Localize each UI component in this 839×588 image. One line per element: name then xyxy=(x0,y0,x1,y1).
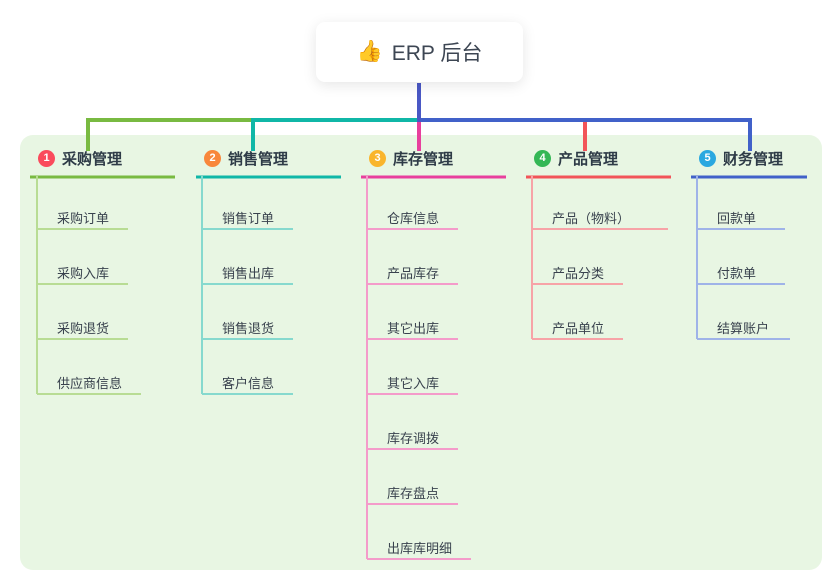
child-node[interactable]: 产品单位 xyxy=(552,321,605,336)
child-node[interactable]: 回款单 xyxy=(717,211,757,226)
branch-badge: 3 xyxy=(369,149,386,167)
child-node[interactable]: 付款单 xyxy=(717,266,757,281)
branch-label: 产品管理 xyxy=(558,150,619,168)
child-node[interactable]: 采购入库 xyxy=(57,266,110,281)
root-label: ERP 后台 xyxy=(391,42,483,65)
branch-badge: 2 xyxy=(204,149,221,167)
thumbs-up-icon: 👍 xyxy=(356,40,383,63)
branch-node-inventory[interactable]: 3 库存管理 xyxy=(369,146,453,170)
child-node[interactable]: 产品（物料） xyxy=(552,211,631,226)
child-node[interactable]: 销售出库 xyxy=(222,266,275,281)
child-node[interactable]: 产品库存 xyxy=(387,266,440,281)
branch-badge: 5 xyxy=(699,149,716,167)
root-node[interactable]: 👍 ERP 后台 xyxy=(316,22,523,82)
child-node[interactable]: 供应商信息 xyxy=(57,376,123,391)
child-node[interactable]: 结算账户 xyxy=(717,321,770,336)
child-node[interactable]: 销售订单 xyxy=(222,211,275,226)
child-node[interactable]: 客户信息 xyxy=(222,376,275,391)
branch-badge: 1 xyxy=(38,149,55,167)
branch-label: 销售管理 xyxy=(228,150,289,168)
child-node[interactable]: 采购退货 xyxy=(57,321,110,336)
child-node[interactable]: 出库库明细 xyxy=(387,541,453,556)
branch-node-purchase[interactable]: 1 采购管理 xyxy=(38,146,122,170)
child-node[interactable]: 采购订单 xyxy=(57,211,110,226)
branch-label: 库存管理 xyxy=(393,150,454,168)
branch-label: 财务管理 xyxy=(723,150,784,168)
branch-node-product[interactable]: 4 产品管理 xyxy=(534,146,618,170)
child-node[interactable]: 库存盘点 xyxy=(387,486,440,501)
child-node[interactable]: 库存调拨 xyxy=(387,431,440,446)
branch-badge: 4 xyxy=(534,149,551,167)
mindmap-panel xyxy=(20,135,822,570)
child-node[interactable]: 其它出库 xyxy=(387,321,440,336)
branch-node-sales[interactable]: 2 销售管理 xyxy=(204,146,288,170)
child-node[interactable]: 其它入库 xyxy=(387,376,440,391)
branch-label: 采购管理 xyxy=(62,150,123,168)
branch-node-finance[interactable]: 5 财务管理 xyxy=(699,146,783,170)
child-node[interactable]: 产品分类 xyxy=(552,266,605,281)
child-node[interactable]: 销售退货 xyxy=(222,321,275,336)
child-node[interactable]: 仓库信息 xyxy=(387,211,440,226)
